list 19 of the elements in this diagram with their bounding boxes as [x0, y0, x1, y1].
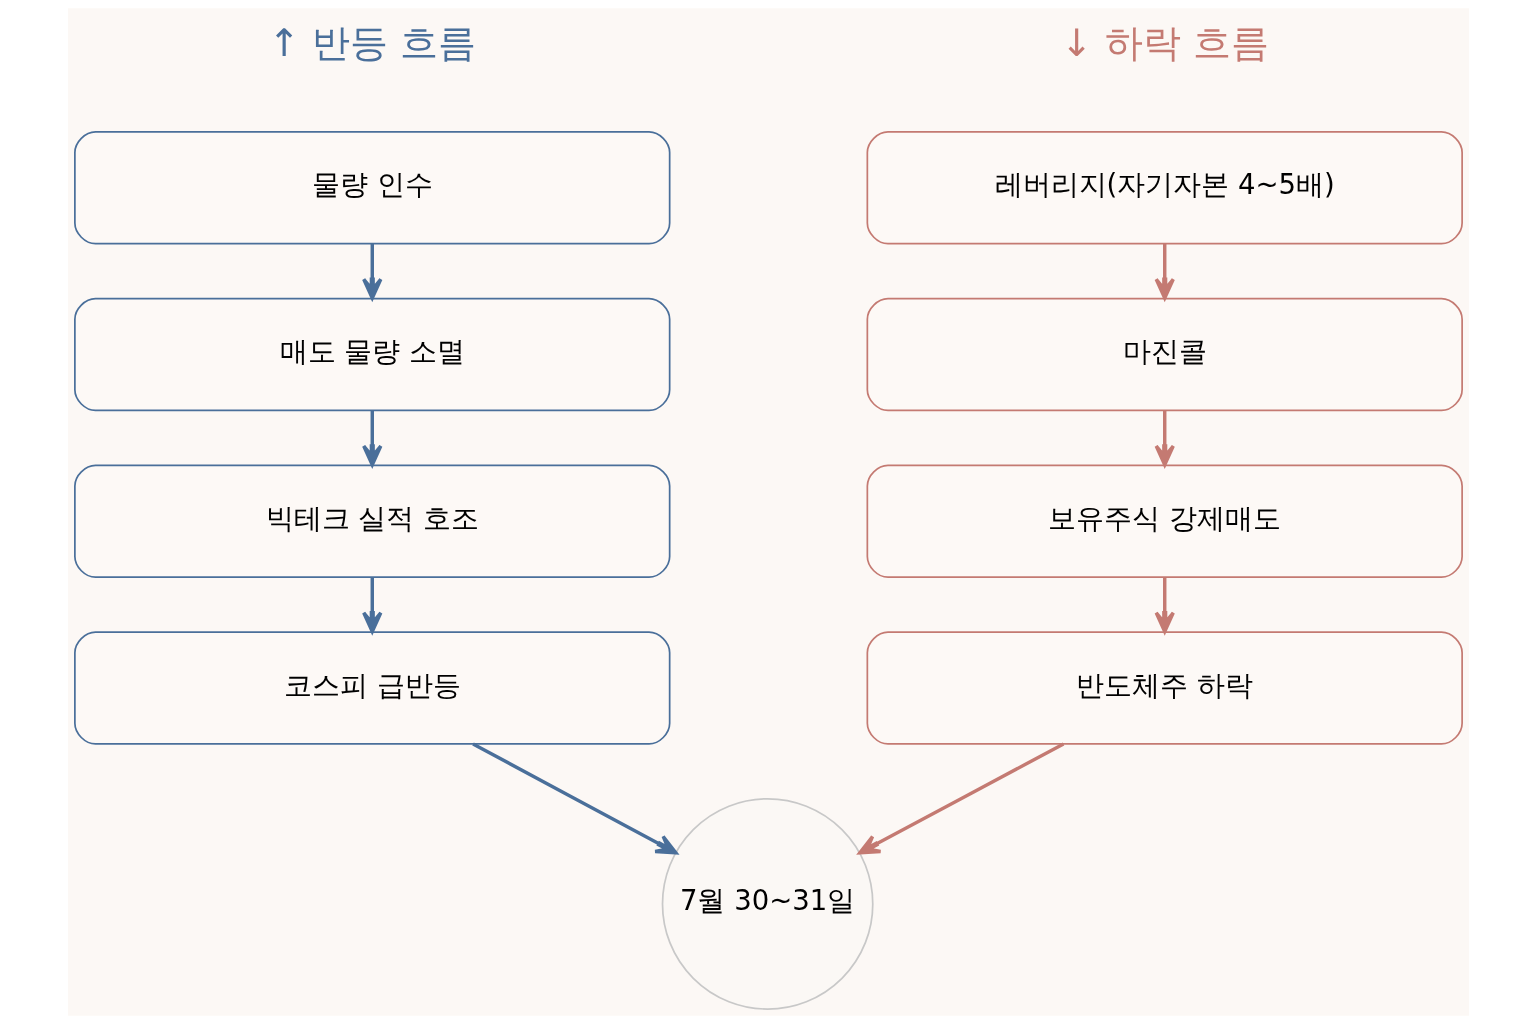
arrow: [471, 742, 678, 855]
arrow: [1154, 243, 1175, 300]
arrow: [361, 577, 382, 634]
arrow: [1154, 577, 1175, 634]
node-box: 반도체주 하락: [866, 631, 1463, 745]
node-box: 물량 인수: [73, 131, 670, 245]
node-box: 매도 물량 소멸: [73, 297, 670, 412]
node-circle: 7월 30~31일: [661, 797, 874, 1010]
arrow: [361, 410, 382, 467]
node-box: 레버리지(자기자본 4~5배): [866, 131, 1463, 245]
node-box: 보유주식 강제매도: [866, 464, 1463, 579]
label: ↑ 반등 흐름: [267, 20, 476, 65]
arrow: [857, 742, 1064, 855]
arrow: [1154, 410, 1175, 467]
label: ↓ 하락 흐름: [1060, 20, 1269, 65]
node-box: 마진콜: [866, 297, 1463, 412]
arrow: [361, 243, 382, 300]
node-box: 코스피 급반등: [73, 631, 670, 745]
node-box: 빅테크 실적 호조: [73, 464, 670, 579]
